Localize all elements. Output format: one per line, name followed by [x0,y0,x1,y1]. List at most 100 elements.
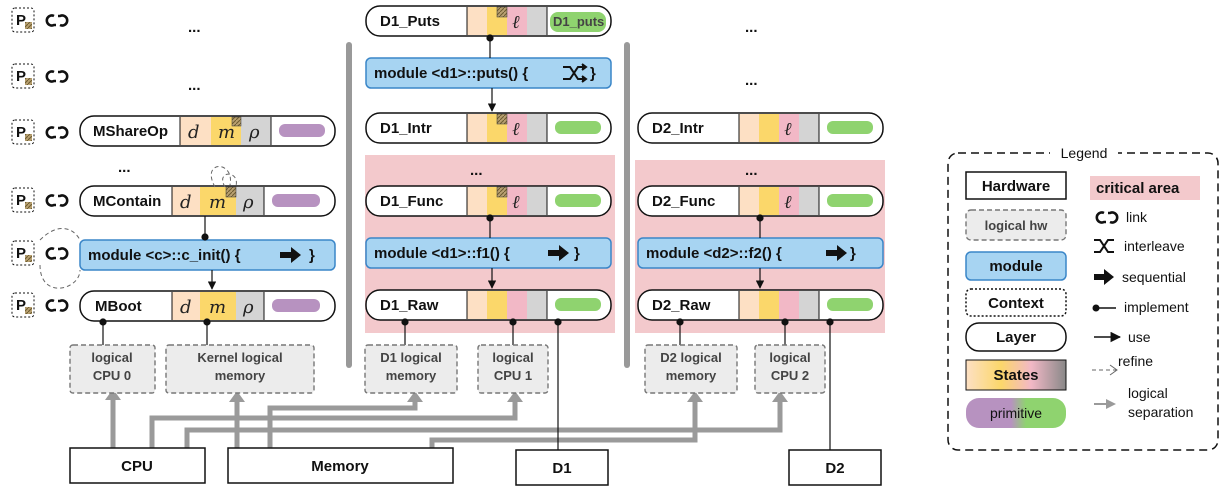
layer-mshareop[interactable]: MShareOp d m ρ [79,115,336,147]
dots-top-right-2: ... [745,72,758,89]
module-d1-f1[interactable]: module <d1>::f1() { } [365,237,612,269]
refine-context-module-2 [39,228,81,241]
logical-cpu-1-line1: logical [492,350,533,365]
legend-refine: refine [1118,353,1153,369]
module-c-init[interactable]: module <c>::c_init() { } [79,239,336,271]
context-row: P [11,7,69,33]
logical-cpu-2: logical CPU 2 [754,344,826,394]
legend-hardware: Hardware [982,178,1050,195]
layer-d1-func-label: D1_Func [380,193,443,210]
logical-cpu-0-line1: logical [91,350,132,365]
dots-top-left-1: ... [188,19,201,36]
state-m: m [209,297,226,318]
legend-module: module [989,258,1042,275]
legend-link: link [1126,209,1148,225]
legend: Legend Hardware critical area logical hw… [947,145,1219,451]
left-connectors [99,216,217,345]
module-c-init-close: } [309,247,315,264]
layer-d1-puts-label: D1_Puts [380,13,440,30]
layer-mboot-label: MBoot [95,298,142,315]
context-row: P [11,292,69,318]
module-d1-f1-close: } [574,245,580,262]
module-c-init-label: module <c>::c_init() { [88,247,241,264]
dots-left-mid: ... [118,159,131,176]
dots-mid-crit: ... [470,162,483,179]
refine-context-module [39,264,81,289]
link-icon [45,194,69,207]
context-label: P [16,12,26,29]
link-icon [45,70,69,83]
link-icon [45,126,69,139]
sequential-icon [548,245,569,261]
module-d2-f2-label: module <d2>::f2() { [646,245,782,262]
layer-d1-intr[interactable]: D1_Intr ℓ [365,112,612,144]
layer-d2-intr[interactable]: D2_Intr ℓ [637,112,884,144]
logical-cpu-1: logical CPU 1 [477,344,549,394]
layer-d2-func-label: D2_Func [652,193,715,210]
state-m: m [209,192,226,213]
state-l: ℓ [784,192,792,213]
right-connectors [676,214,834,450]
state-l: ℓ [512,119,520,140]
logical-cpu-2-line2: CPU 2 [771,368,809,383]
legend-interleave: interleave [1124,238,1185,254]
layer-d1-raw-label: D1_Raw [380,297,439,314]
kernel-logical-memory-line1: Kernel logical [197,350,282,365]
logical-cpu-0: logical CPU 0 [69,344,156,394]
sequential-icon [1094,269,1114,285]
dots-right-crit: ... [745,162,758,179]
context-label: P [16,192,26,209]
sequential-icon [280,247,301,263]
hardware-memory: Memory [227,447,454,484]
state-l: ℓ [512,192,520,213]
hardware-d1-label: D1 [552,460,571,477]
context-label: P [16,124,26,141]
legend-logical-separation-1: logical [1128,385,1168,401]
mid-connectors [401,34,562,450]
hardware-cpu: CPU [69,447,206,484]
layer-d2-raw[interactable]: D2_Raw [637,289,884,321]
interleave-icon [1094,239,1114,253]
primitive-d1-puts: D1_puts [553,14,604,29]
d1-logical-memory: D1 logical memory [364,344,458,394]
state-l: ℓ [784,119,792,140]
d1-logical-memory-line2: memory [386,368,437,383]
context-row: P [11,187,69,213]
link-icon [1095,211,1119,224]
state-l: ℓ [512,12,520,33]
layer-d2-func[interactable]: D2_Func ℓ [637,185,884,217]
logical-cpu-1-line2: CPU 1 [494,368,532,383]
state-d: d [180,297,192,318]
context-label: P [16,297,26,314]
layer-mcontainer[interactable]: MContain d m ρ [79,185,336,217]
context-label: P [16,245,26,262]
state-d: d [188,122,200,143]
d2-logical-memory-line2: memory [666,368,717,383]
refine-arrow-mcontainer-2 [222,173,237,188]
dots-top-left-2: ... [188,77,201,94]
link-icon [45,14,69,27]
layer-d1-func[interactable]: D1_Func ℓ [365,185,612,217]
context-row: P [11,240,69,266]
layer-d1-raw[interactable]: D1_Raw [365,289,612,321]
layer-mboot[interactable]: MBoot d m ρ [79,290,336,322]
state-rho: ρ [248,122,260,143]
context-label: P [16,68,26,85]
hardware-memory-label: Memory [311,458,369,475]
context-row: P [11,119,69,145]
kernel-logical-memory-line2: memory [215,368,266,383]
legend-logical-hw: logical hw [985,218,1049,233]
layer-d1-puts[interactable]: D1_Puts ℓ D1_puts [365,5,612,37]
module-d1-puts[interactable]: module <d1>::puts() { } [365,57,612,89]
link-icon [45,299,69,312]
context-rows: P P P P P P [11,7,69,318]
state-rho: ρ [242,192,254,213]
legend-critical-area: critical area [1096,180,1180,197]
layer-mshareop-label: MShareOp [93,123,168,140]
legend-logical-separation-2: separation [1128,404,1193,420]
module-d2-f2[interactable]: module <d2>::f2() { } [637,237,884,269]
module-d1-f1-label: module <d1>::f1() { [374,245,510,262]
layer-d1-intr-label: D1_Intr [380,120,432,137]
interleave-icon [563,63,588,83]
